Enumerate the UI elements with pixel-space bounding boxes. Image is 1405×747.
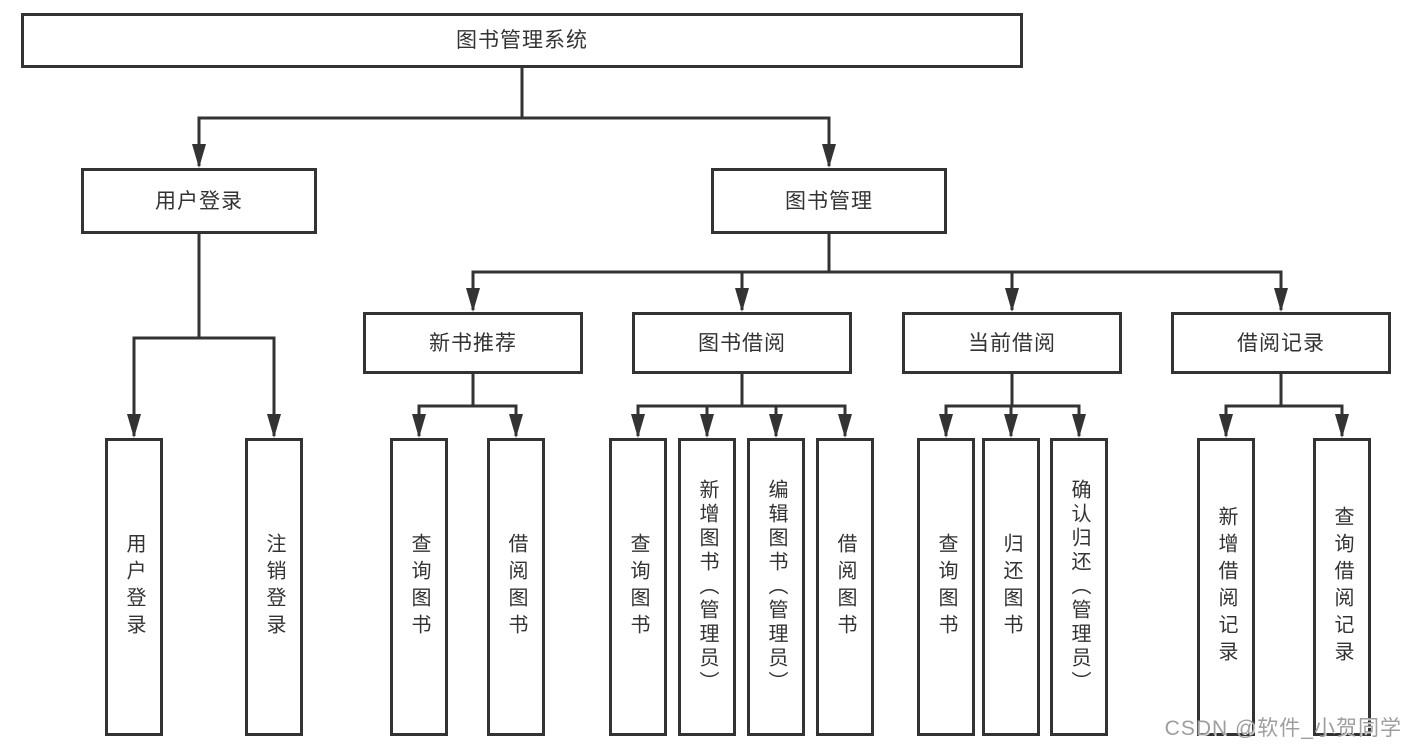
node-borrowing-records-label: 借阅记录 (1237, 331, 1325, 355)
leaf-borrow-books-recommend-label: 借阅图书 (505, 533, 527, 641)
node-book-borrowing-label: 图书借阅 (698, 331, 786, 355)
leaf-confirm-return-admin: 确认归还（管理员） (1050, 438, 1108, 736)
node-book-management: 图书管理 (711, 168, 947, 234)
leaf-query-books-current-label: 查询图书 (935, 533, 957, 641)
node-new-book-recommend-label: 新书推荐 (429, 331, 517, 355)
leaf-logout-label: 注销登录 (263, 533, 285, 641)
leaf-borrow-books-label: 借阅图书 (834, 533, 856, 641)
leaf-confirm-return-admin-label: 确认归还（管理员） (1068, 479, 1090, 695)
leaf-query-books-recommend: 查询图书 (390, 438, 448, 736)
leaf-borrow-books: 借阅图书 (816, 438, 874, 736)
leaf-query-borrow-record: 查询借阅记录 (1313, 438, 1371, 736)
leaf-add-book-admin: 新增图书（管理员） (678, 438, 736, 736)
node-borrowing-records: 借阅记录 (1171, 312, 1391, 374)
leaf-add-borrow-record-label: 新增借阅记录 (1215, 506, 1237, 668)
node-user-login-label: 用户登录 (155, 189, 243, 213)
leaf-query-books-recommend-label: 查询图书 (408, 533, 430, 641)
leaf-user-login: 用户登录 (105, 438, 163, 736)
leaf-edit-book-admin: 编辑图书（管理员） (747, 438, 805, 736)
node-current-borrowing: 当前借阅 (902, 312, 1122, 374)
leaf-query-books-borrow-label: 查询图书 (627, 533, 649, 641)
node-root-label: 图书管理系统 (456, 29, 588, 52)
node-root: 图书管理系统 (21, 13, 1023, 68)
leaf-add-book-admin-label: 新增图书（管理员） (696, 479, 718, 695)
node-user-login: 用户登录 (81, 168, 317, 234)
leaf-query-borrow-record-label: 查询借阅记录 (1331, 506, 1353, 668)
node-current-borrowing-label: 当前借阅 (968, 331, 1056, 355)
leaf-user-login-label: 用户登录 (123, 533, 145, 641)
leaf-borrow-books-recommend: 借阅图书 (487, 438, 545, 736)
watermark-text: CSDN @软件_小贺同学 (1164, 717, 1402, 740)
node-book-borrowing: 图书借阅 (632, 312, 852, 374)
leaf-add-borrow-record: 新增借阅记录 (1197, 438, 1255, 736)
leaf-query-books-current: 查询图书 (917, 438, 975, 736)
leaf-query-books-borrow: 查询图书 (609, 438, 667, 736)
leaf-return-book-label: 归还图书 (1000, 533, 1022, 641)
node-new-book-recommend: 新书推荐 (363, 312, 583, 374)
leaf-return-book: 归还图书 (982, 438, 1040, 736)
leaf-logout: 注销登录 (245, 438, 303, 736)
leaf-edit-book-admin-label: 编辑图书（管理员） (765, 479, 787, 695)
node-book-management-label: 图书管理 (785, 189, 873, 213)
